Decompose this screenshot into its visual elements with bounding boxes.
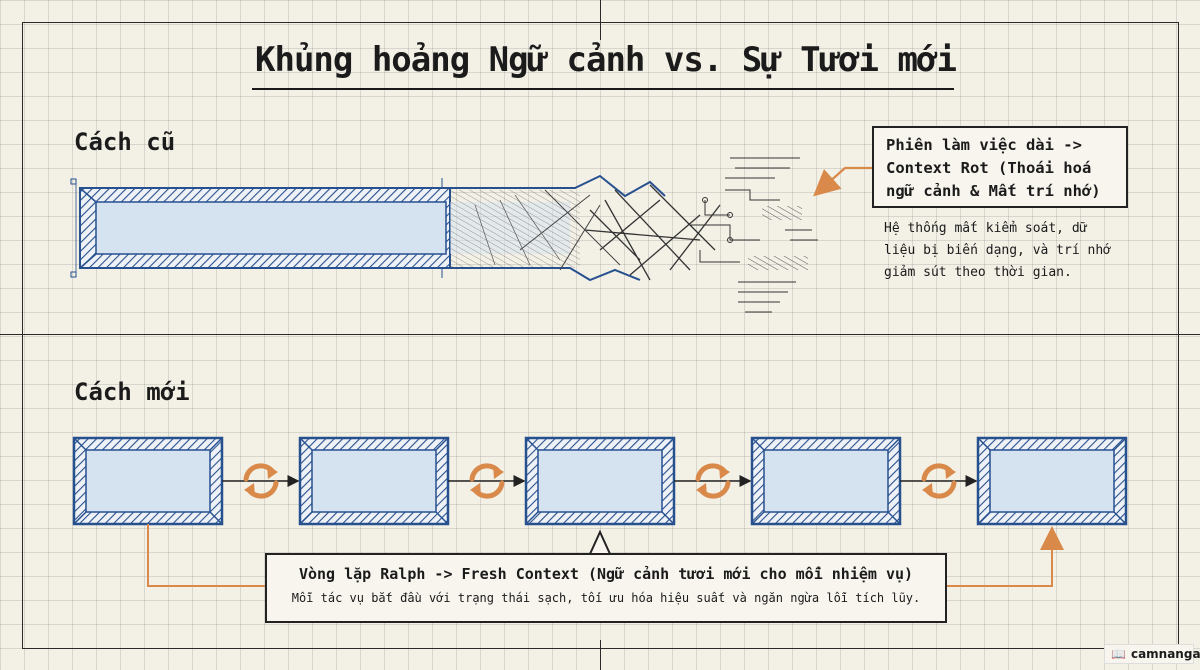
description-line-3: giảm sút theo thời gian. (884, 265, 1072, 280)
description-line-2: liệu bị biến dạng, và trí nhớ (884, 243, 1111, 258)
description-line-1: Hệ thống mất kiểm soát, dữ (884, 221, 1088, 236)
bottom-center-tick (600, 640, 601, 670)
fresh-context-block (298, 436, 450, 526)
callout-line-3: ngữ cảnh & Mất trí nhớ) (886, 182, 1101, 200)
old-way-label: Cách cũ (74, 128, 176, 156)
ralph-box-notch (589, 529, 611, 555)
callout-line-1: Phiên làm việc dài -> (886, 136, 1082, 154)
fresh-context-block (72, 436, 224, 526)
section-divider (0, 334, 1200, 335)
loop-path-arrow (147, 524, 1052, 587)
refresh-cycle-icon (695, 463, 731, 499)
fresh-context-block (750, 436, 902, 526)
brand-name: camnangai (1130, 647, 1200, 661)
ralph-loop-title: Vòng lặp Ralph -> Fresh Context (Ngữ cản… (298, 565, 914, 583)
book-icon: 📖 (1111, 647, 1126, 661)
frame-left (22, 22, 23, 648)
fresh-context-block (524, 436, 676, 526)
callout-line-2: Context Rot (Thoái hoá (886, 159, 1092, 177)
refresh-cycle-icon (243, 463, 279, 499)
ralph-loop-callout: Vòng lặp Ralph -> Fresh Context (Ngữ cản… (265, 553, 947, 623)
refresh-cycle-icon (469, 463, 505, 499)
callout-pointer-arrow (813, 166, 872, 197)
frame-right (1178, 22, 1179, 648)
context-rot-scribble (450, 184, 721, 281)
fresh-context-block (976, 436, 1128, 526)
title-underline (252, 88, 954, 90)
top-center-tick (600, 0, 601, 40)
data-fragments (690, 157, 818, 313)
refresh-cycle-icon (921, 463, 957, 499)
context-rot-description: Hệ thống mất kiểm soát, dữ liệu bị biến … (884, 218, 1144, 284)
ralph-loop-description: Mỗi tác vụ bắt đầu với trạng thái sạch, … (291, 591, 921, 605)
brand-badge: 📖 camnangai (1104, 644, 1200, 664)
context-rot-callout: Phiên làm việc dài -> Context Rot (Thoái… (872, 126, 1128, 208)
new-way-label: Cách mới (74, 378, 190, 406)
page-title: Khủng hoảng Ngữ cảnh vs. Sự Tươi mới (255, 40, 957, 80)
